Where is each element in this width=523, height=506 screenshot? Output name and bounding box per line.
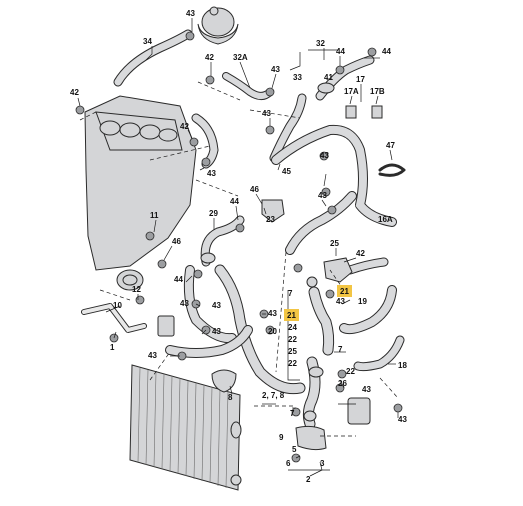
label-6: 6 (286, 459, 291, 468)
radiator (129, 364, 242, 491)
label-32a: 32A (233, 53, 248, 62)
label-44-a: 44 (336, 47, 345, 56)
label-43-f: 43 (318, 191, 327, 200)
label-10: 10 (113, 301, 122, 310)
label-25-b: 25 (288, 347, 297, 356)
label-43-d: 43 (207, 169, 216, 178)
highlight-21-lower (284, 309, 299, 321)
label-21-lower: 21 (287, 311, 296, 320)
label-8: 8 (228, 393, 233, 402)
hose-clamps (75, 31, 403, 463)
label-17: 17 (356, 75, 365, 84)
label-22-a: 22 (288, 359, 297, 368)
label-43-c: 43 (262, 109, 271, 118)
label-3: 3 (320, 459, 325, 468)
label-43-e: 43 (320, 151, 329, 160)
label-21-upper: 21 (340, 287, 349, 296)
label-23: 23 (266, 215, 275, 224)
small-parts (81, 82, 406, 451)
label-43-j: 43 (336, 297, 345, 306)
label-43-l: 43 (148, 351, 157, 360)
label-34: 34 (143, 37, 152, 46)
label-43-top: 43 (186, 9, 195, 18)
part-labels: 43 34 42 32A 43 32 44 44 33 41 17 17A 17… (70, 9, 407, 484)
label-43-b: 43 (271, 65, 280, 74)
label-1: 1 (110, 343, 115, 352)
label-43-i: 43 (268, 309, 277, 318)
label-44-d: 44 (174, 275, 183, 284)
label-42-left: 42 (70, 88, 79, 97)
label-26: 26 (338, 379, 347, 388)
label-7-b: 7 (338, 345, 343, 354)
label-42-top: 42 (205, 53, 214, 62)
label-29: 29 (209, 209, 218, 218)
label-42-d: 42 (356, 249, 365, 258)
label-2-7-8: 2, 7, 8 (262, 391, 285, 400)
label-43-h: 43 (212, 301, 221, 310)
label-43-g: 43 (180, 299, 189, 308)
label-2: 2 (306, 475, 311, 484)
label-20: 20 (268, 327, 277, 336)
engine-block (84, 95, 197, 291)
label-46-a: 46 (250, 185, 259, 194)
label-12: 12 (132, 285, 141, 294)
label-42-c: 42 (180, 122, 189, 131)
label-7-a: 7 (288, 289, 293, 298)
coolant-hoses (113, 29, 405, 430)
label-43-m: 43 (362, 385, 371, 394)
dashed-reference-lines (79, 81, 399, 437)
label-44-c: 44 (230, 197, 239, 206)
label-45: 45 (282, 167, 291, 176)
label-9: 9 (279, 433, 284, 442)
label-25: 25 (330, 239, 339, 248)
label-5: 5 (292, 445, 297, 454)
label-41: 41 (324, 73, 333, 82)
label-22-b: 22 (346, 367, 355, 376)
label-32: 32 (316, 39, 325, 48)
highlight-21-upper (337, 285, 352, 297)
label-22: 22 (288, 335, 297, 344)
label-19: 19 (358, 297, 367, 306)
label-17a: 17A (344, 87, 359, 96)
label-17b: 17B (370, 87, 385, 96)
label-33: 33 (293, 73, 302, 82)
label-44-b: 44 (382, 47, 391, 56)
label-24: 24 (288, 323, 297, 332)
label-16a: 16A (378, 215, 393, 224)
label-18: 18 (398, 361, 407, 370)
label-43-k1: 43 (212, 327, 221, 336)
label-7-c: 7 (290, 409, 295, 418)
label-43-n: 43 (398, 415, 407, 424)
expansion-tank (197, 6, 239, 45)
label-47: 47 (386, 141, 395, 150)
label-11: 11 (150, 211, 159, 220)
label-46-b: 46 (172, 237, 181, 246)
